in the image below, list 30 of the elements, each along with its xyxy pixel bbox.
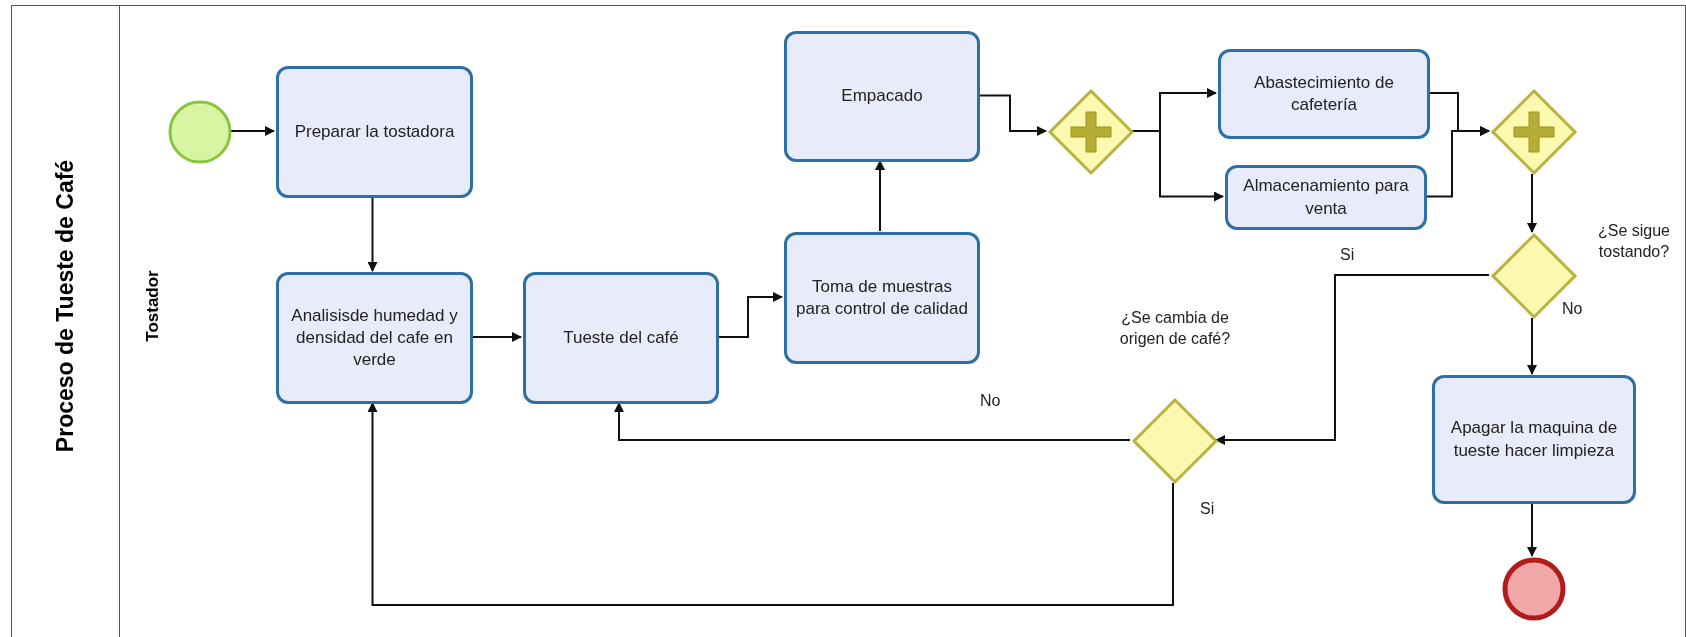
arrow [1424, 126, 1490, 198]
arrow [614, 402, 1131, 441]
task-box: Tueste del café [523, 272, 719, 404]
start-event-circle [168, 100, 232, 164]
arrow [367, 402, 1174, 606]
arrow [229, 126, 275, 136]
task-box: Abastecimiento de cafetería [1218, 49, 1430, 139]
arrow [977, 94, 1047, 136]
parallel-gateway [1491, 89, 1577, 175]
arrow [1527, 502, 1537, 557]
task-box: Empacado [784, 31, 980, 162]
task-box: Preparar la tostadora [276, 66, 473, 198]
end-event-circle [1502, 557, 1566, 621]
arrow [1527, 173, 1537, 233]
task-box: Toma de muestras para control de calidad [784, 232, 980, 364]
arrow [1131, 130, 1224, 202]
arrow [875, 160, 885, 232]
task-box: Analisisde humedad y densidad del cafe en verde [276, 272, 473, 404]
gateway-label: ¿Se sigue tostando? [1596, 221, 1671, 262]
arrow [367, 196, 378, 272]
gateway-label: ¿Se cambia de origen de café? [1118, 308, 1232, 349]
parallel-gateway [1048, 89, 1134, 175]
task-box: Almacenamiento para venta [1225, 165, 1427, 230]
arrow [470, 332, 522, 342]
arrow [716, 292, 783, 338]
lane-label: Tostador [143, 270, 163, 342]
arrow [1215, 274, 1490, 445]
pool-title: Proceso de Tueste de Café [51, 159, 79, 453]
task-box: Apagar la maquina de tueste hacer limpieza [1432, 375, 1636, 504]
arrow [1527, 317, 1537, 375]
